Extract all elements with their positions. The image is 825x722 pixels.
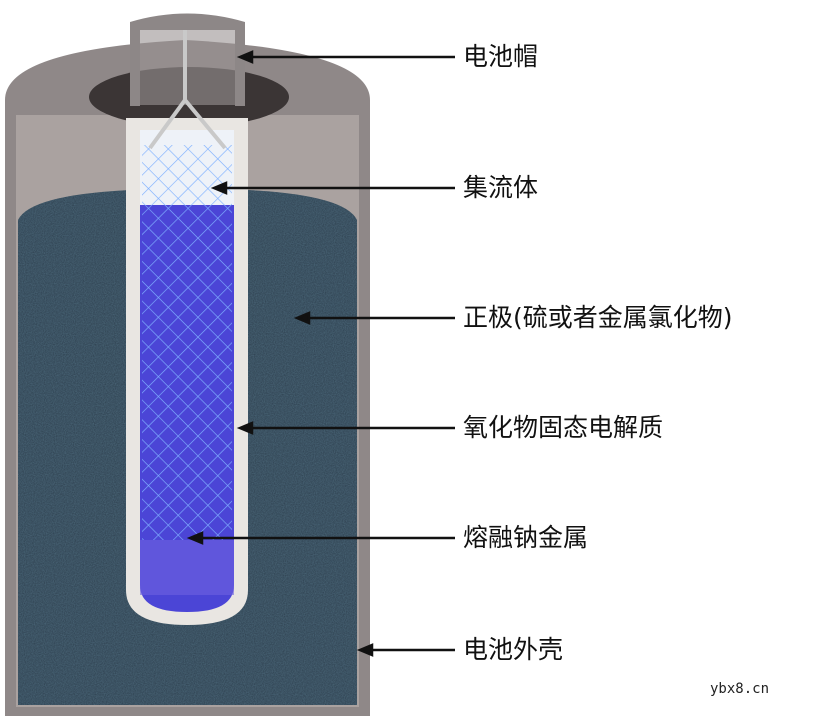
label-collector: 集流体 <box>463 173 539 202</box>
label-sodium: 熔融钠金属 <box>463 523 589 552</box>
current-collector-mesh <box>142 145 232 540</box>
label-cathode: 正极(硫或者金属氯化物) <box>463 303 733 332</box>
label-electrolyte: 氧化物固态电解质 <box>463 413 664 442</box>
conductor-rod <box>148 30 227 150</box>
label-cap: 电池帽 <box>463 42 539 71</box>
battery-cap <box>130 13 245 106</box>
label-shell: 电池外壳 <box>463 635 564 664</box>
watermark: ybx8.cn <box>706 680 774 698</box>
